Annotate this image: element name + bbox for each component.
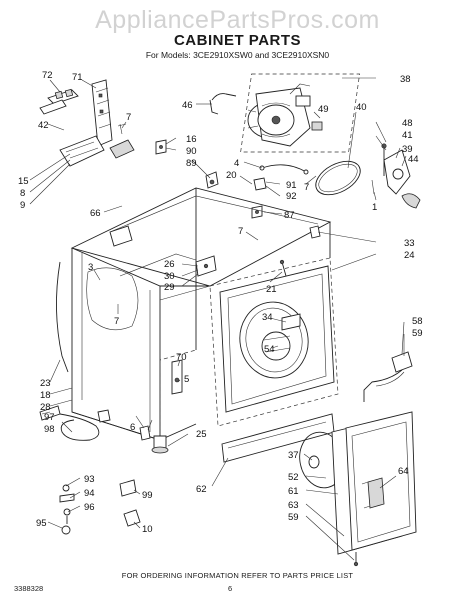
callout-72: 72 [42, 70, 53, 81]
callout-64: 64 [398, 466, 409, 477]
callout-58: 58 [412, 316, 423, 327]
callout-99: 99 [142, 490, 153, 501]
callout-41: 41 [402, 130, 413, 141]
callout-48: 48 [402, 118, 413, 129]
callout-34: 34 [262, 312, 273, 323]
callout-92: 92 [286, 191, 297, 202]
callout-21: 21 [266, 284, 277, 295]
callout-23: 23 [40, 378, 51, 389]
callout-98-label: 98 [44, 424, 55, 435]
callout-30: 30 [164, 271, 175, 282]
callout-7-a: 7 [126, 112, 131, 123]
callout-5: 5 [184, 374, 189, 385]
callout-4: 4 [234, 158, 239, 169]
callout-44: 44 [408, 154, 419, 165]
callout-89: 89 [186, 158, 197, 169]
callout-63: 63 [288, 500, 299, 511]
callout-7-d: 7 [114, 316, 119, 327]
callout-1: 1 [372, 202, 377, 213]
callout-8: 8 [20, 188, 25, 199]
callout-46: 46 [182, 100, 193, 111]
callout-38: 38 [400, 74, 411, 85]
motor-assembly [209, 73, 360, 153]
door-assembly [299, 411, 417, 567]
callout-40: 40 [356, 102, 367, 113]
small-hardware-upper [155, 139, 309, 219]
front-panel [209, 225, 339, 427]
page-number: 6 [228, 584, 233, 593]
callout-15: 15 [18, 176, 29, 187]
callout-71: 71 [72, 72, 83, 83]
power-cord-assembly [39, 405, 153, 441]
callout-6: 6 [130, 422, 135, 433]
callout-87: 87 [284, 210, 295, 221]
callout-24: 24 [404, 250, 415, 261]
document-number: 3388328 [14, 584, 44, 593]
models-subtitle: For Models: 3CE2910XSW0 and 3CE2910XSN0 [145, 50, 330, 60]
callout-29: 29 [164, 282, 175, 293]
callout-9: 9 [20, 200, 25, 211]
callout-62: 62 [196, 484, 207, 495]
callout-91: 91 [286, 180, 297, 191]
callout-16: 16 [186, 134, 197, 145]
console-switch-assembly [39, 79, 135, 167]
callout-20: 20 [226, 170, 237, 181]
callout-96: 96 [84, 502, 95, 513]
callout-37: 37 [288, 450, 299, 461]
callout-28: 28 [40, 402, 51, 413]
leader-lines [29, 77, 407, 561]
watermark: AppliancePartsPros.com [95, 6, 380, 34]
callout-93: 93 [84, 474, 95, 485]
callout-70: 70 [176, 352, 187, 363]
callout-7-c: 7 [238, 226, 243, 237]
callout-54: 54 [264, 344, 275, 355]
callout-7-b: 7 [304, 182, 309, 193]
page-title: CABINET PARTS [173, 32, 302, 49]
callout-66: 66 [90, 208, 101, 219]
callout-33: 33 [404, 238, 415, 249]
door-switch-harness [363, 351, 413, 402]
callout-39: 39 [402, 144, 413, 155]
ordering-info-footer: FOR ORDERING INFORMATION REFER TO PARTS … [121, 571, 354, 580]
callout-95: 95 [36, 518, 47, 529]
callout-42: 42 [38, 120, 49, 131]
hardware-lower-left [59, 479, 141, 535]
idler-pulley-assembly [371, 143, 421, 209]
callout-3: 3 [88, 262, 93, 273]
callout-49: 49 [318, 104, 329, 115]
callout-59-b: 59 [288, 512, 299, 523]
callout-25: 25 [196, 429, 207, 440]
callout-18: 18 [40, 390, 51, 401]
callout-90: 90 [186, 146, 197, 157]
callout-61: 61 [288, 486, 299, 497]
callout-94: 94 [84, 488, 95, 499]
toe-kick-panel [221, 413, 335, 463]
callout-59-a: 59 [412, 328, 423, 339]
callout-97-label: 97 [44, 412, 55, 423]
callout-10: 10 [142, 524, 153, 535]
callout-labels: 72 71 38 46 49 40 42 7 16 90 89 48 41 39… [18, 70, 423, 535]
callout-26: 26 [164, 259, 175, 270]
drive-belt [315, 160, 361, 196]
callout-52: 52 [288, 472, 299, 483]
